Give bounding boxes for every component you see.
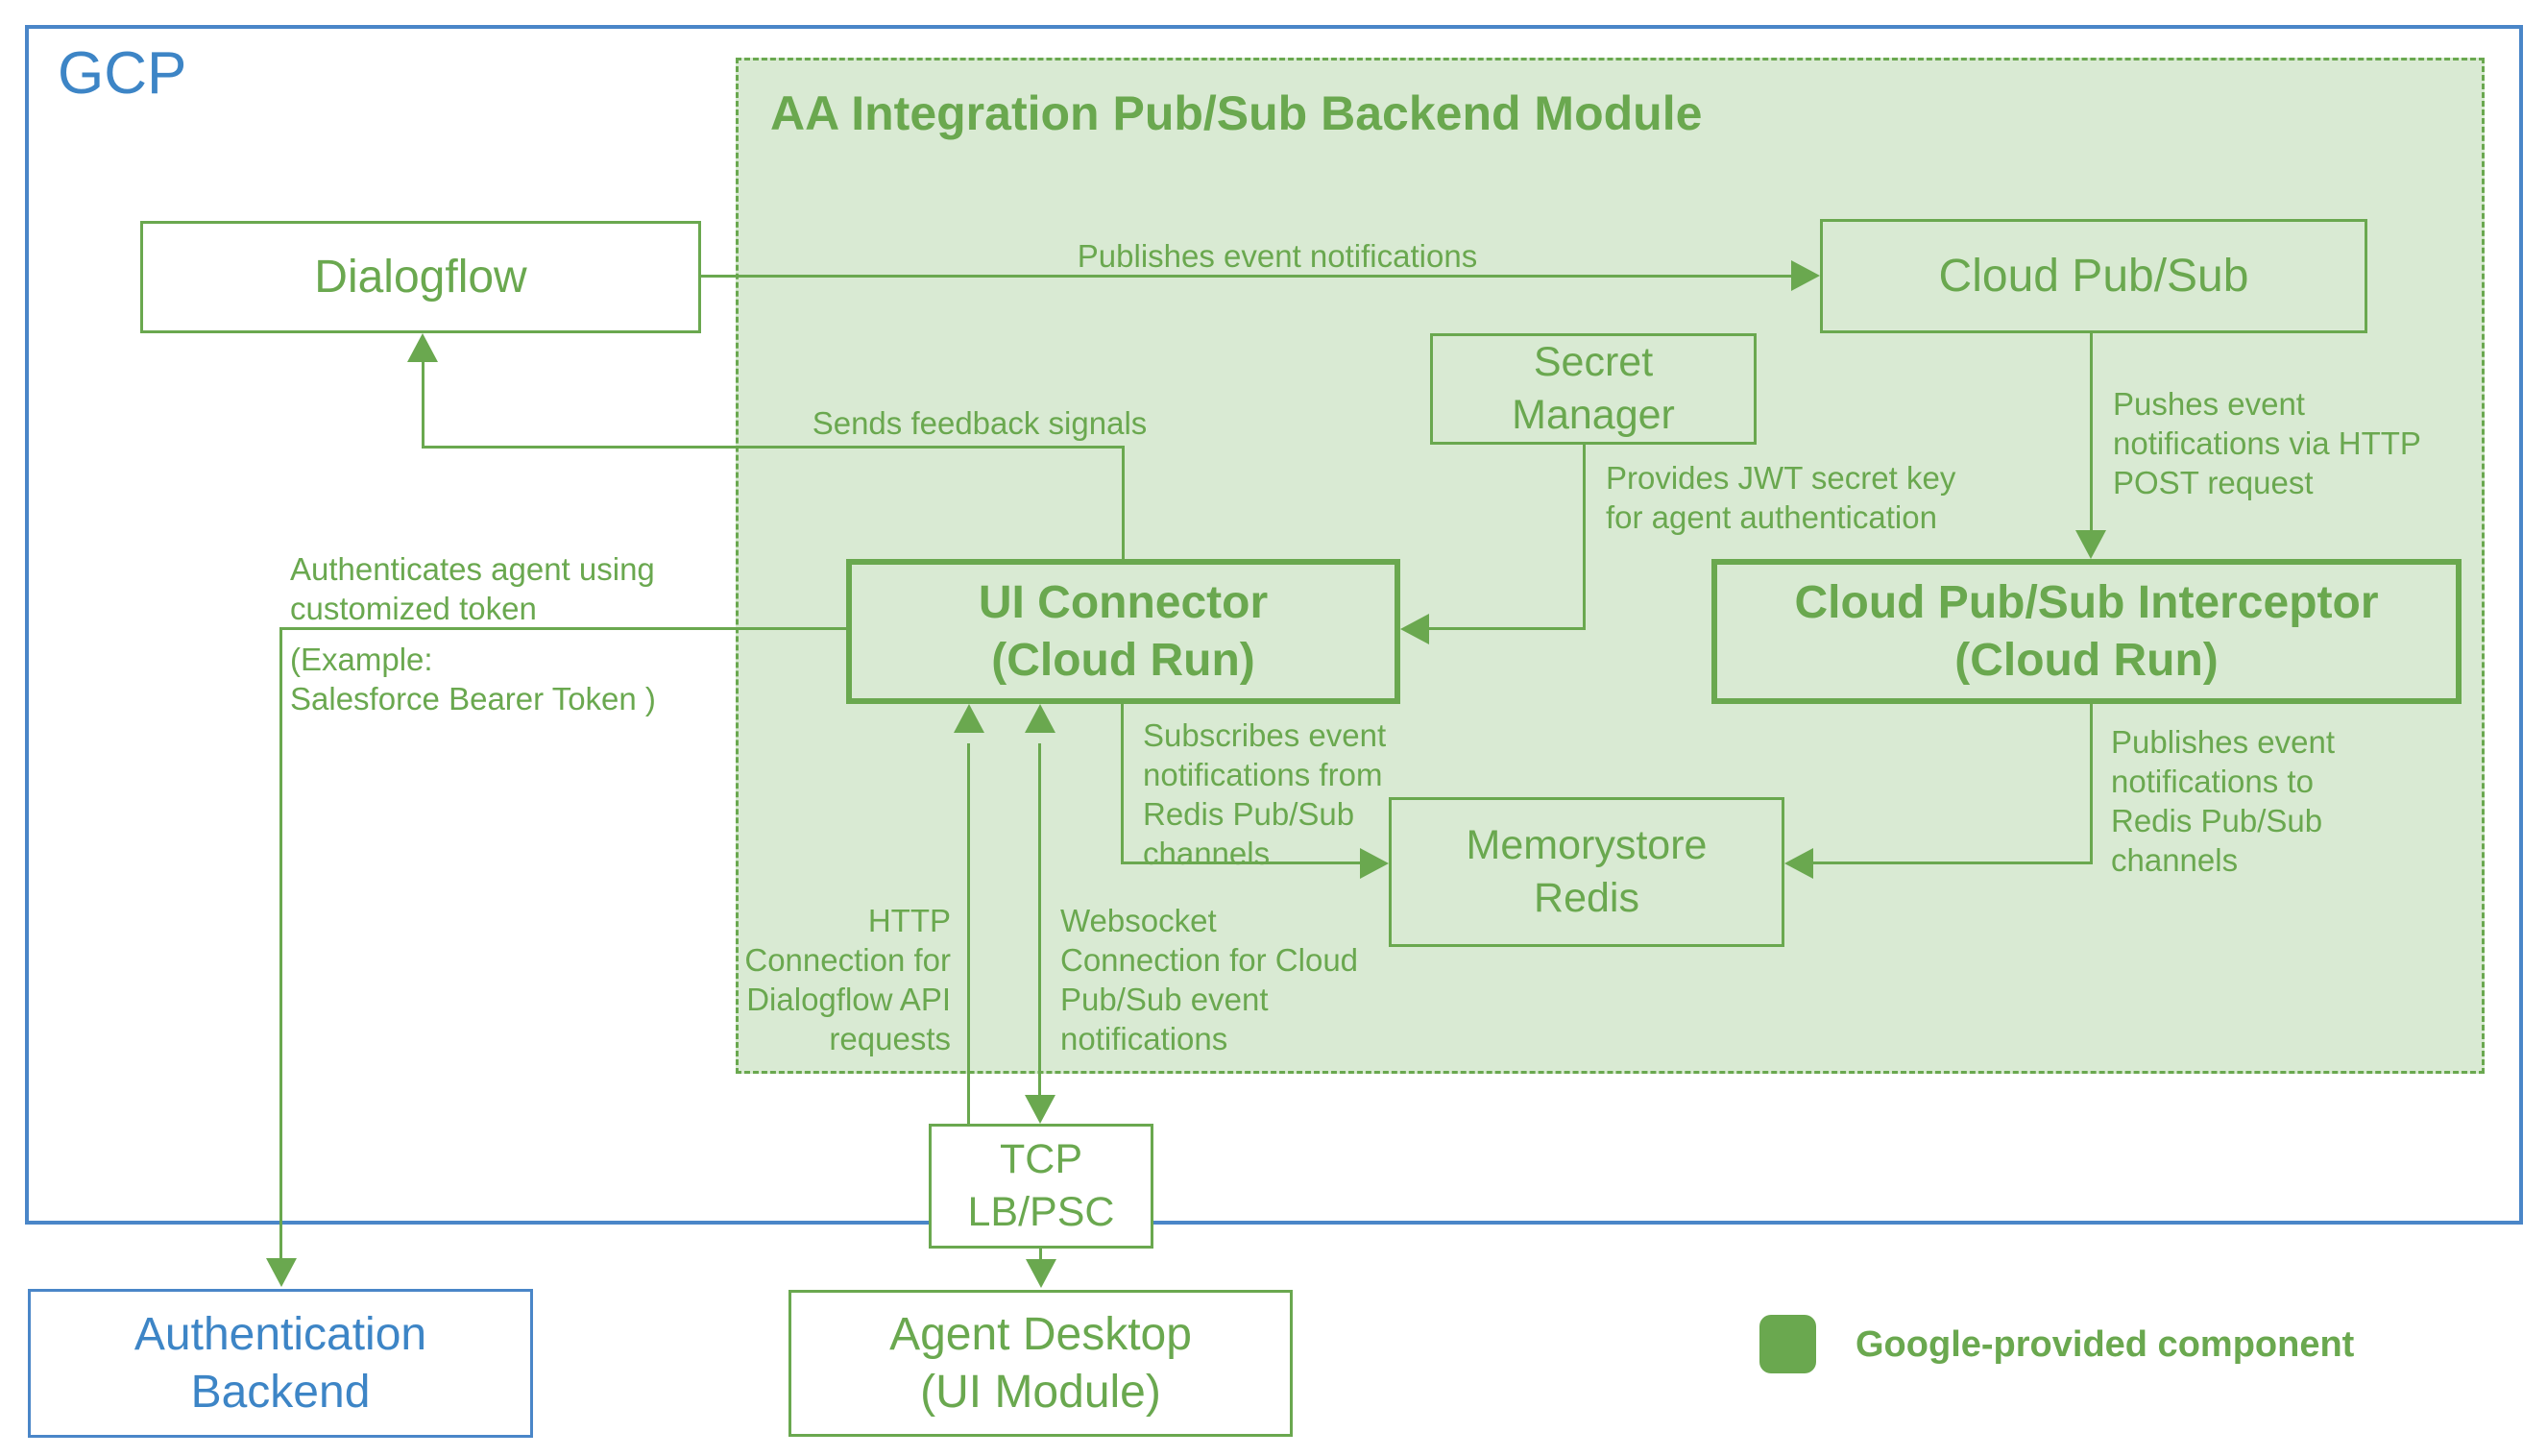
edge-pushes-event-line bbox=[2090, 333, 2093, 532]
edge-pushes-event-arrowhead bbox=[2075, 530, 2106, 559]
node-dialogflow: Dialogflow bbox=[140, 221, 701, 333]
node-secret-manager: Secret Manager bbox=[1430, 333, 1757, 445]
edge-http-arrowhead-up bbox=[954, 704, 984, 733]
node-agent-desktop: Agent Desktop (UI Module) bbox=[788, 1290, 1293, 1437]
edge-publishes-redis-label: Publishes event notifications to Redis P… bbox=[2111, 724, 2335, 878]
node-memorystore-redis: Memorystore Redis bbox=[1389, 797, 1784, 947]
edge-authenticates-label-bottom: (Example: Salesforce Bearer Token ) bbox=[290, 642, 656, 716]
edge-tcp-agent-arrowhead bbox=[1026, 1259, 1056, 1288]
edge-pushes-event-label: Pushes event notifications via HTTP POST… bbox=[2113, 386, 2421, 500]
edge-publishes-redis-hline bbox=[1813, 861, 2093, 864]
edge-authenticates-vline bbox=[279, 627, 282, 1260]
module-title: AA Integration Pub/Sub Backend Module bbox=[770, 86, 1703, 140]
legend-swatch-google-green bbox=[1759, 1315, 1816, 1373]
edge-authenticates-label-top: Authenticates agent using customized tok… bbox=[290, 551, 655, 626]
node-tcp-lb-psc: TCP LB/PSC bbox=[929, 1124, 1153, 1249]
edge-publishes-redis-vline bbox=[2090, 704, 2093, 864]
gcp-label: GCP bbox=[58, 40, 187, 107]
node-authentication-backend: Authentication Backend bbox=[28, 1289, 533, 1438]
edge-subscribes-arrowhead bbox=[1360, 848, 1389, 879]
edge-feedback-hline bbox=[422, 446, 1125, 449]
edge-jwt-vline bbox=[1583, 445, 1586, 630]
edge-tcp-agent-line bbox=[1039, 1249, 1042, 1262]
edge-publishes-event-label: Publishes event notifications bbox=[1077, 238, 1478, 274]
edge-http-connection-label: HTTP Connection for Dialogflow API reque… bbox=[744, 903, 951, 1056]
edge-publishes-event-arrowhead bbox=[1791, 260, 1820, 291]
edge-websocket-connection-label: Websocket Connection for Cloud Pub/Sub e… bbox=[1060, 903, 1359, 1056]
legend-label: Google-provided component bbox=[1856, 1324, 2355, 1365]
node-cloud-pubsub: Cloud Pub/Sub bbox=[1820, 219, 2367, 333]
edge-jwt-hline bbox=[1429, 627, 1586, 630]
node-cloud-pubsub-interceptor: Cloud Pub/Sub Interceptor (Cloud Run) bbox=[1711, 559, 2462, 704]
edge-provides-jwt-label: Provides JWT secret key for agent authen… bbox=[1606, 460, 1956, 535]
edge-authenticates-hline bbox=[279, 627, 847, 630]
node-ui-connector: UI Connector (Cloud Run) bbox=[846, 559, 1400, 704]
edge-publishes-redis-arrowhead bbox=[1784, 848, 1813, 879]
module-boundary-box bbox=[736, 58, 2485, 1074]
edge-feedback-arrowhead bbox=[407, 333, 438, 362]
edge-websocket-line bbox=[1038, 743, 1041, 1095]
edge-feedback-vline-right bbox=[1122, 446, 1125, 559]
edge-subscribes-hline bbox=[1121, 861, 1360, 864]
edge-authenticates-arrowhead bbox=[266, 1258, 297, 1287]
edge-jwt-arrowhead bbox=[1400, 614, 1429, 644]
edge-websocket-arrowhead-up bbox=[1025, 704, 1055, 733]
edge-subscribes-label: Subscribes event notifications from Redi… bbox=[1143, 717, 1387, 871]
edge-http-line bbox=[967, 743, 970, 1124]
edge-websocket-arrowhead-down bbox=[1025, 1095, 1055, 1124]
edge-sends-feedback-label: Sends feedback signals bbox=[812, 405, 1148, 441]
edge-publishes-event-line bbox=[701, 275, 1791, 278]
edge-feedback-vline-left bbox=[422, 360, 424, 448]
edge-subscribes-vline bbox=[1121, 704, 1124, 864]
